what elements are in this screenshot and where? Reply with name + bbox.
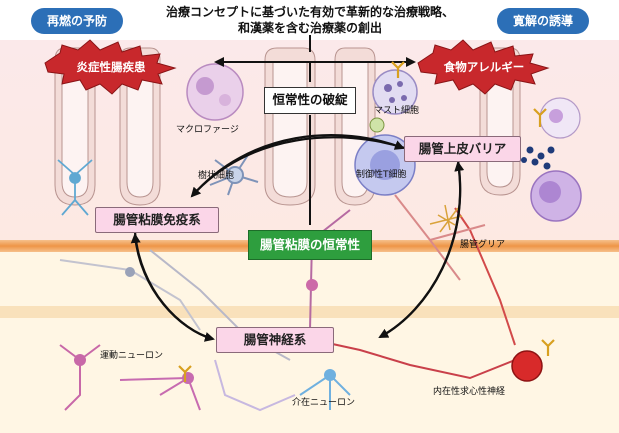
label-mast-cell: マスト細胞 [374,106,420,116]
treg-cell [354,134,416,196]
diagram-title-line2: 和漢薬を含む治療薬の創出 [237,21,382,35]
homeostasis-breakdown-box: 恒常性の破綻 [264,87,356,114]
neuron-left [57,159,93,216]
ibd-burst [44,39,177,95]
interneuron-soma [324,369,336,381]
enteric-nervous-system-box: 腸管神経系 [216,327,334,353]
label-ipan: 内在性求心性神経 [433,387,506,397]
small-green-cell [369,117,385,133]
badge-remission-induction: 寛解の誘導 [497,8,589,34]
allergy-burst [417,39,550,95]
label-dendritic-cell: 樹状細胞 [198,171,235,181]
label-interneuron: 介在ニューロン [292,398,356,408]
mucosal-immune-system-box: 腸管粘膜免疫系 [95,207,219,233]
glia-cell [429,204,463,233]
label-motor-neuron: 運動ニューロン [100,351,164,361]
badge-relapse-prevention: 再燃の予防 [31,8,123,34]
diagram-title-line1: 治療コンセプトに基づいた有効で革新的な治療戦略、 [165,5,454,19]
label-treg: 制御性T細胞 [356,170,407,180]
mucosal-homeostasis-box: 腸管粘膜の恒常性 [248,230,372,260]
ipan-soma [511,350,543,382]
mast-cell [372,69,418,115]
large-purple-cell [530,170,582,222]
ibd-label: 炎症性腸疾患 [76,60,146,74]
antibody-markers [178,61,555,382]
motor-neuron-soma [74,354,86,366]
epithelial-barrier-box: 腸管上皮バリア [404,136,521,162]
eosinophil-cell [539,97,581,139]
label-macrophage: マクロファージ [176,125,239,135]
food-allergy-label: 食物アレルギー [443,60,525,74]
neuron-soma-center [306,279,318,291]
granules [521,146,555,170]
macrophage-cell [186,63,244,121]
neuron-soma-left [125,267,135,277]
motor-neuron-soma-2 [182,372,194,384]
label-enteric-glia: 腸管グリア [460,240,506,250]
curved-arrows [130,134,465,342]
